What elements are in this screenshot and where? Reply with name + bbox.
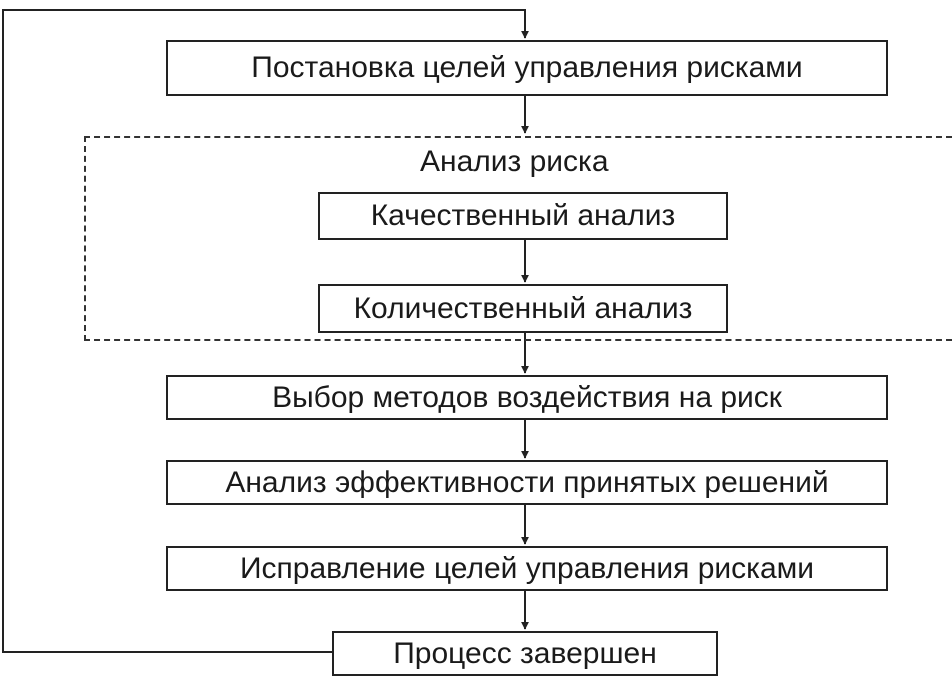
step-set-goals-box: Постановка целей управления рисками: [166, 40, 888, 96]
risk-analysis-title: Анализ риска: [420, 145, 609, 178]
step-effectiveness-analysis-box: Анализ эффективности принятых решений: [166, 460, 888, 505]
step-correct-goals-box: Исправление целей управления рисками: [166, 546, 888, 591]
quantitative-analysis-box: Количественный анализ: [318, 284, 728, 333]
risk-analysis-group: [84, 136, 952, 341]
feedback-loop-line: [2, 9, 529, 653]
qualitative-analysis-box: Качественный анализ: [318, 192, 728, 240]
step-select-methods-box: Выбор методов воздействия на риск: [166, 375, 888, 420]
step-process-completed-box: Процесс завершен: [332, 631, 718, 676]
